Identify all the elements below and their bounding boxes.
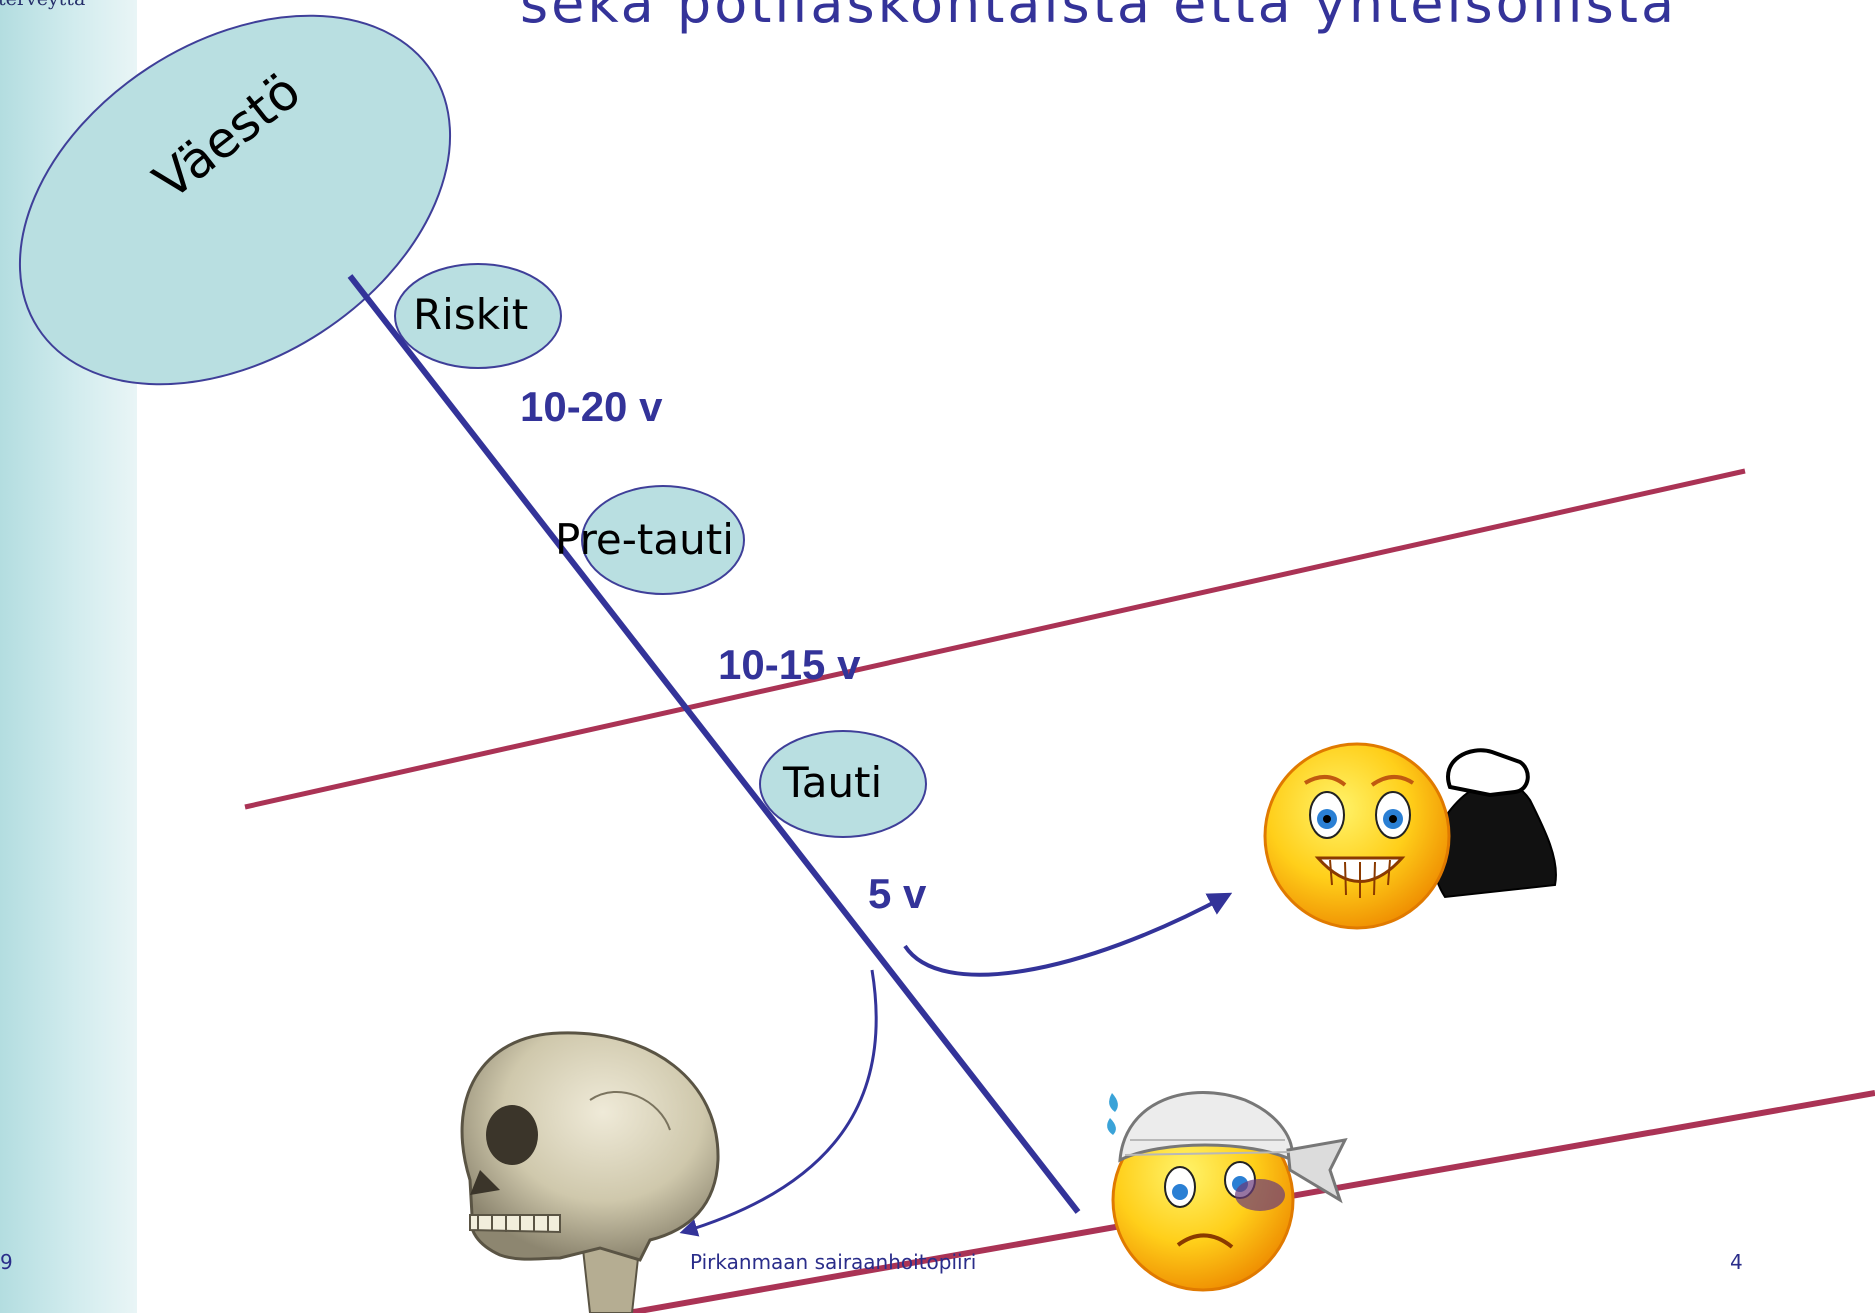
page-title: sekä potilaskontaista että yhteisöllistä [520,0,1678,35]
population-ellipse [18,14,452,386]
skull-icon [460,1031,720,1313]
riskit-ellipse [394,263,562,369]
tauti-ellipse [759,730,927,838]
stage-label-riskit: Riskit [413,290,529,339]
pretauti-ellipse [581,485,745,595]
arrow-to-health [903,892,1233,977]
strong-smiley-icon [1263,742,1557,930]
duration-label-1: 10-20 v [520,383,663,430]
upper-red-line [244,468,1746,810]
footer-left-number: 9 [0,1250,13,1274]
duration-label-3: 5 v [868,870,927,917]
disease-timeline [347,274,1081,1214]
logo-text: terveyttä [0,0,85,10]
arrow-to-death [679,969,878,1237]
footer-page-number: 4 [1730,1250,1743,1274]
injured-smiley-icon [1107,1091,1348,1292]
stage-label-pretauti: Pre-tauti [555,515,734,564]
duration-label-2: 10-15 v [718,641,861,688]
footer-organization: Pirkanmaan sairaanhoitopiiri [690,1250,977,1274]
stage-label-tauti: Tauti [783,758,883,807]
